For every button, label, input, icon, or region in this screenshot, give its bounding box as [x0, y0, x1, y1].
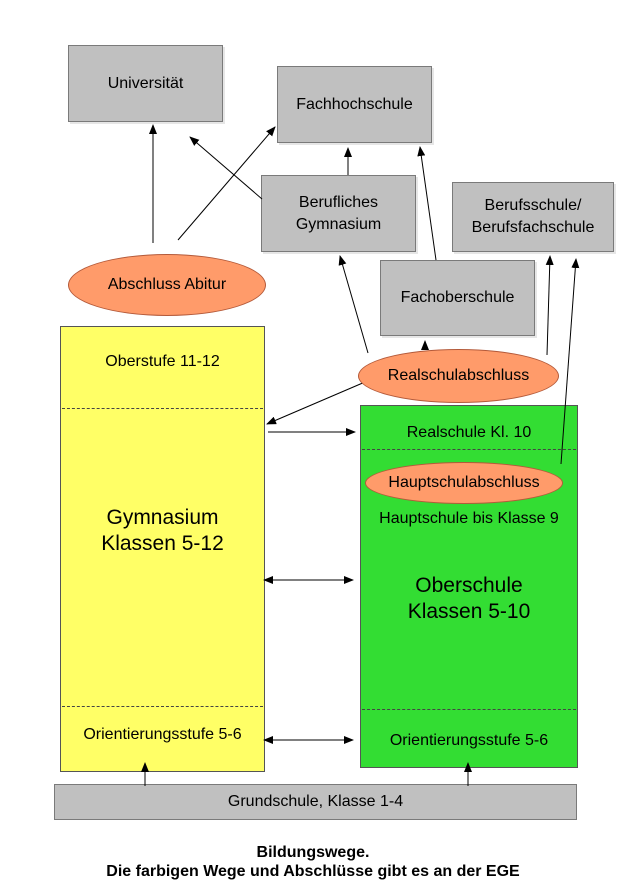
arrow-realschul-gymnasium [266, 381, 366, 425]
hauptschule-label: Hauptschule bis Klasse 9 [379, 510, 559, 527]
arrow-hauptschul-berufsschule [560, 258, 580, 465]
berufsschule-box: Berufsschule/ Berufsfachschule [452, 182, 614, 252]
berufliches-gymnasium-label: Berufliches Gymnasium [295, 193, 382, 233]
arrow-fos-fachhochschule [417, 146, 437, 261]
fachoberschule-box: Fachoberschule [380, 260, 535, 336]
gymnasium-block [60, 326, 265, 772]
arrow-abitur-fachhochschule [177, 126, 276, 241]
oberstufe-label: Oberstufe 11-12 [105, 353, 220, 370]
berufliches-gymnasium-box: Berufliches Gymnasium [261, 175, 416, 252]
berufsschule-label: Berufsschule/ Berufsfachschule [471, 197, 595, 236]
abitur-label: Abschluss Abitur [107, 276, 227, 293]
universitaet-box: Universität [68, 45, 223, 122]
arrow-realschul-berufsschule [545, 255, 554, 356]
grundschule-box: Grundschule, Klasse 1-4 [54, 784, 577, 820]
oberschule-title: Oberschule Klassen 5-10 [407, 574, 531, 623]
oberschule-divider-bottom [362, 709, 576, 710]
realschulabschluss-ellipse: Realschulabschluss [358, 349, 559, 403]
oberschule-divider-top [362, 449, 576, 450]
arrow-realschul-bgym [338, 255, 369, 354]
caption-subtitle: Die farbigen Wege und Abschlüsse gibt es… [106, 863, 520, 880]
universitaet-label: Universität [107, 74, 184, 92]
grundschule-label: Grundschule, Klasse 1-4 [227, 793, 404, 810]
hauptschulabschluss-label: Hauptschulabschluss [388, 474, 540, 491]
caption-title: Bildungswege. [256, 844, 370, 861]
gymnasium-divider-bottom [62, 706, 263, 707]
fachhochschule-box: Fachhochschule [277, 66, 432, 143]
oberschule-orientierung-label: Orientierungsstufe 5-6 [389, 732, 549, 749]
realschulabschluss-label: Realschulabschluss [387, 367, 530, 384]
realschule-label: Realschule Kl. 10 [406, 424, 532, 441]
arrow-bgym-universitaet [189, 136, 263, 200]
abitur-ellipse: Abschluss Abitur [68, 254, 266, 316]
gymnasium-orientierung-label: Orientierungsstufe 5-6 [83, 726, 242, 743]
gymnasium-divider-top [62, 408, 263, 409]
fachhochschule-label: Fachhochschule [296, 95, 413, 113]
gymnasium-title: Gymnasium Klassen 5-12 [101, 506, 224, 555]
hauptschulabschluss-ellipse: Hauptschulabschluss [365, 462, 563, 504]
fachoberschule-label: Fachoberschule [400, 289, 515, 306]
